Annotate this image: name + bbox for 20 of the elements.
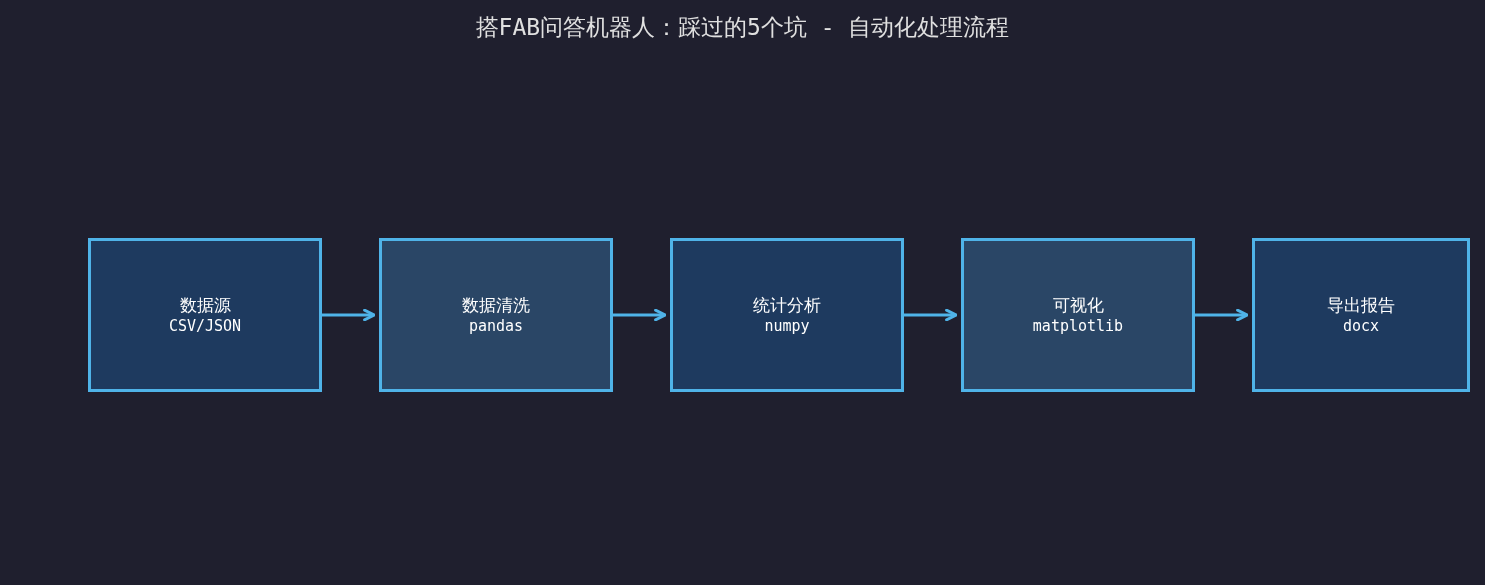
arrow bbox=[1195, 308, 1249, 322]
box-title: 统计分析 bbox=[753, 294, 821, 316]
process-box bbox=[88, 238, 322, 392]
process-box bbox=[379, 238, 613, 392]
box-subtitle: pandas bbox=[468, 316, 524, 336]
arrow bbox=[904, 308, 958, 322]
arrow bbox=[322, 308, 376, 322]
box-title: 导出报告 bbox=[1327, 294, 1395, 316]
box-subtitle: matplotlib bbox=[1032, 316, 1124, 336]
box-subtitle: numpy bbox=[764, 316, 810, 336]
arrow bbox=[613, 308, 667, 322]
box-subtitle: CSV/JSON bbox=[168, 316, 242, 336]
box-title: 数据清洗 bbox=[462, 294, 530, 316]
box-title: 数据源 bbox=[179, 294, 231, 316]
process-box bbox=[961, 238, 1195, 392]
box-title: 可视化 bbox=[1052, 294, 1104, 316]
process-box bbox=[1252, 238, 1470, 392]
diagram-title: 搭FAB问答机器人：踩过的5个坑 - 自动化处理流程 bbox=[474, 13, 1011, 42]
box-subtitle: docx bbox=[1342, 316, 1380, 336]
process-box bbox=[670, 238, 904, 392]
